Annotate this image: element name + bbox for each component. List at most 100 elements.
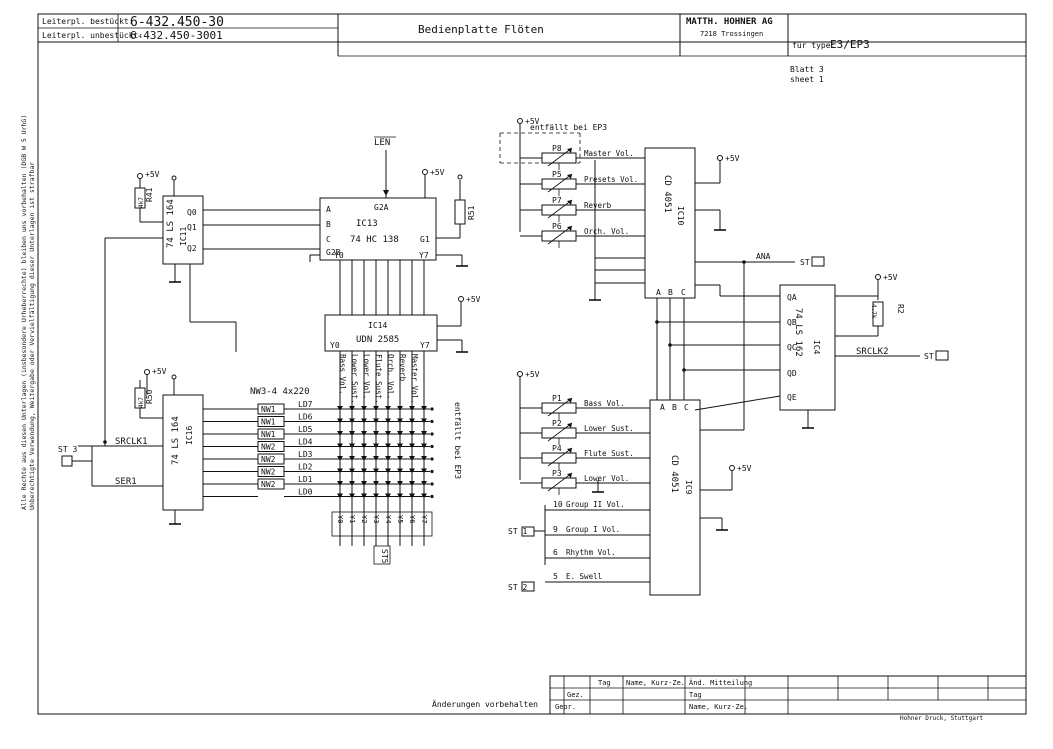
svg-text:Y0: Y0 — [330, 341, 340, 350]
svg-text:B: B — [672, 403, 677, 412]
led-diode — [397, 443, 403, 449]
connector-st2-right — [935, 350, 949, 361]
svg-text:+5V: +5V — [737, 464, 752, 473]
mux-input-label: Master Vol. — [584, 149, 634, 158]
label-unequipped: Leiterpl. unbestückt: — [42, 31, 143, 40]
signal-srclk1: SRCLK1 — [115, 437, 148, 447]
svg-text:+5V: +5V — [525, 370, 540, 379]
led-diode — [385, 468, 391, 474]
led-diode — [397, 431, 403, 436]
led-row-label: LD5 — [298, 425, 313, 434]
y-pin-label: Y2 — [360, 515, 368, 523]
led-diode — [397, 481, 403, 486]
svg-text:C: C — [681, 288, 686, 297]
svg-text:R2: R2 — [896, 304, 905, 314]
led-resistor-label: NW1 — [261, 418, 276, 427]
led-diode — [409, 418, 415, 424]
svg-text:Lower Sust.: Lower Sust. — [350, 354, 359, 404]
svg-text:+5V: +5V — [725, 154, 740, 163]
svg-text:Gez.: Gez. — [567, 691, 584, 699]
svg-text:+5V: +5V — [430, 168, 445, 177]
svg-text:IC4: IC4 — [812, 340, 821, 355]
pot-label: P3 — [552, 469, 562, 478]
led-diode — [397, 418, 403, 424]
led-node — [430, 444, 434, 449]
for-type-label: für type: — [792, 41, 835, 50]
led-diode — [337, 443, 343, 449]
y-pin-label: Y6 — [408, 515, 416, 523]
svg-text:Bass Vol.: Bass Vol. — [338, 354, 347, 395]
ext-input-label: E. Swell — [566, 572, 602, 581]
svg-text:G2A: G2A — [374, 203, 389, 212]
led-diode — [421, 493, 427, 499]
drawing-title: Bedienplatte Flöten — [418, 23, 544, 36]
pot-label: P2 — [552, 419, 562, 428]
led-diode — [397, 406, 403, 411]
mux-input-label: Reverb — [584, 201, 612, 210]
svg-text:Q2: Q2 — [187, 244, 197, 253]
svg-text:CD 4051: CD 4051 — [662, 175, 672, 213]
svg-text:C: C — [326, 235, 331, 244]
svg-text:R41: R41 — [145, 187, 154, 202]
ic10-chip: CD 4051 IC10 A B C — [644, 147, 696, 299]
led-diode — [349, 481, 355, 486]
led-diode — [373, 456, 379, 461]
svg-text:CD 4051: CD 4051 — [669, 455, 679, 493]
led-diode — [349, 443, 355, 449]
pot-label: P5 — [552, 170, 562, 179]
change-reserved: Änderungen vorbehalten — [432, 699, 538, 709]
led-diode — [409, 443, 415, 449]
svg-text:4.7k: 4.7k — [870, 304, 877, 319]
led-node — [430, 407, 434, 411]
svg-text:A: A — [326, 205, 331, 214]
svg-text:Master Vol.: Master Vol. — [410, 354, 419, 404]
svg-text:Lower Vol.: Lower Vol. — [362, 354, 371, 399]
ext-input-label: Group I Vol. — [566, 525, 620, 534]
led-diode — [349, 468, 355, 474]
svg-text:ST 2: ST 2 — [508, 583, 527, 592]
matrix-connector — [331, 511, 433, 537]
svg-text:+5V: +5V — [152, 367, 167, 376]
svg-text:QD: QD — [787, 369, 797, 378]
led-diode — [385, 431, 391, 436]
led-resistor-label: NW2 — [261, 468, 276, 477]
led-diode — [385, 418, 391, 424]
led-resistor-label: NW2 — [261, 443, 276, 452]
led-diode — [337, 493, 343, 499]
led-diode — [421, 431, 427, 436]
ext-input-label: Group II Vol. — [566, 500, 625, 509]
led-diode — [373, 443, 379, 449]
led-diode — [385, 456, 391, 461]
led-diode — [385, 493, 391, 499]
signal-len: LEN — [374, 138, 390, 148]
svg-text:IC10: IC10 — [676, 206, 685, 225]
led-diode — [385, 406, 391, 411]
led-diode — [409, 493, 415, 499]
led-row-label: LD3 — [298, 450, 313, 459]
mux-input-label: Lower Sust. — [584, 424, 634, 433]
ic16-chip: 74 LS 164 IC16 — [162, 394, 204, 511]
revision-block — [549, 675, 1027, 715]
label-equipped: Leiterpl. bestückt: — [42, 17, 134, 26]
led-row-label: LD6 — [298, 413, 313, 422]
svg-text:QE: QE — [787, 393, 797, 402]
svg-text:B: B — [668, 288, 673, 297]
svg-text:Gepr.: Gepr. — [555, 703, 576, 711]
led-node — [430, 482, 434, 486]
mux-input-label: Lower Vol. — [584, 474, 629, 483]
led-diode — [373, 481, 379, 486]
led-resistor-label: NW1 — [261, 405, 276, 414]
entfaellt-side: entfällt bei EP3 — [453, 402, 462, 479]
led-row-label: LD4 — [298, 438, 313, 447]
sheet-en: sheet 1 — [790, 75, 824, 84]
mux-input-label: Bass Vol. — [584, 399, 625, 408]
svg-text:Tag: Tag — [689, 691, 702, 699]
y-pin-label: Y7 — [420, 515, 428, 523]
sheet-de: Blatt 3 — [790, 65, 824, 74]
pot-label: P6 — [552, 222, 562, 231]
led-resistor-label: NW2 — [261, 455, 276, 464]
led-row-label: LD7 — [298, 400, 313, 409]
led-rows: NW1LD7NW1LD6NW1LD5NW2LD4NW2LD3NW2LD2NW2L… — [203, 400, 434, 499]
led-diode — [385, 443, 391, 449]
svg-text:Q1: Q1 — [187, 223, 197, 232]
